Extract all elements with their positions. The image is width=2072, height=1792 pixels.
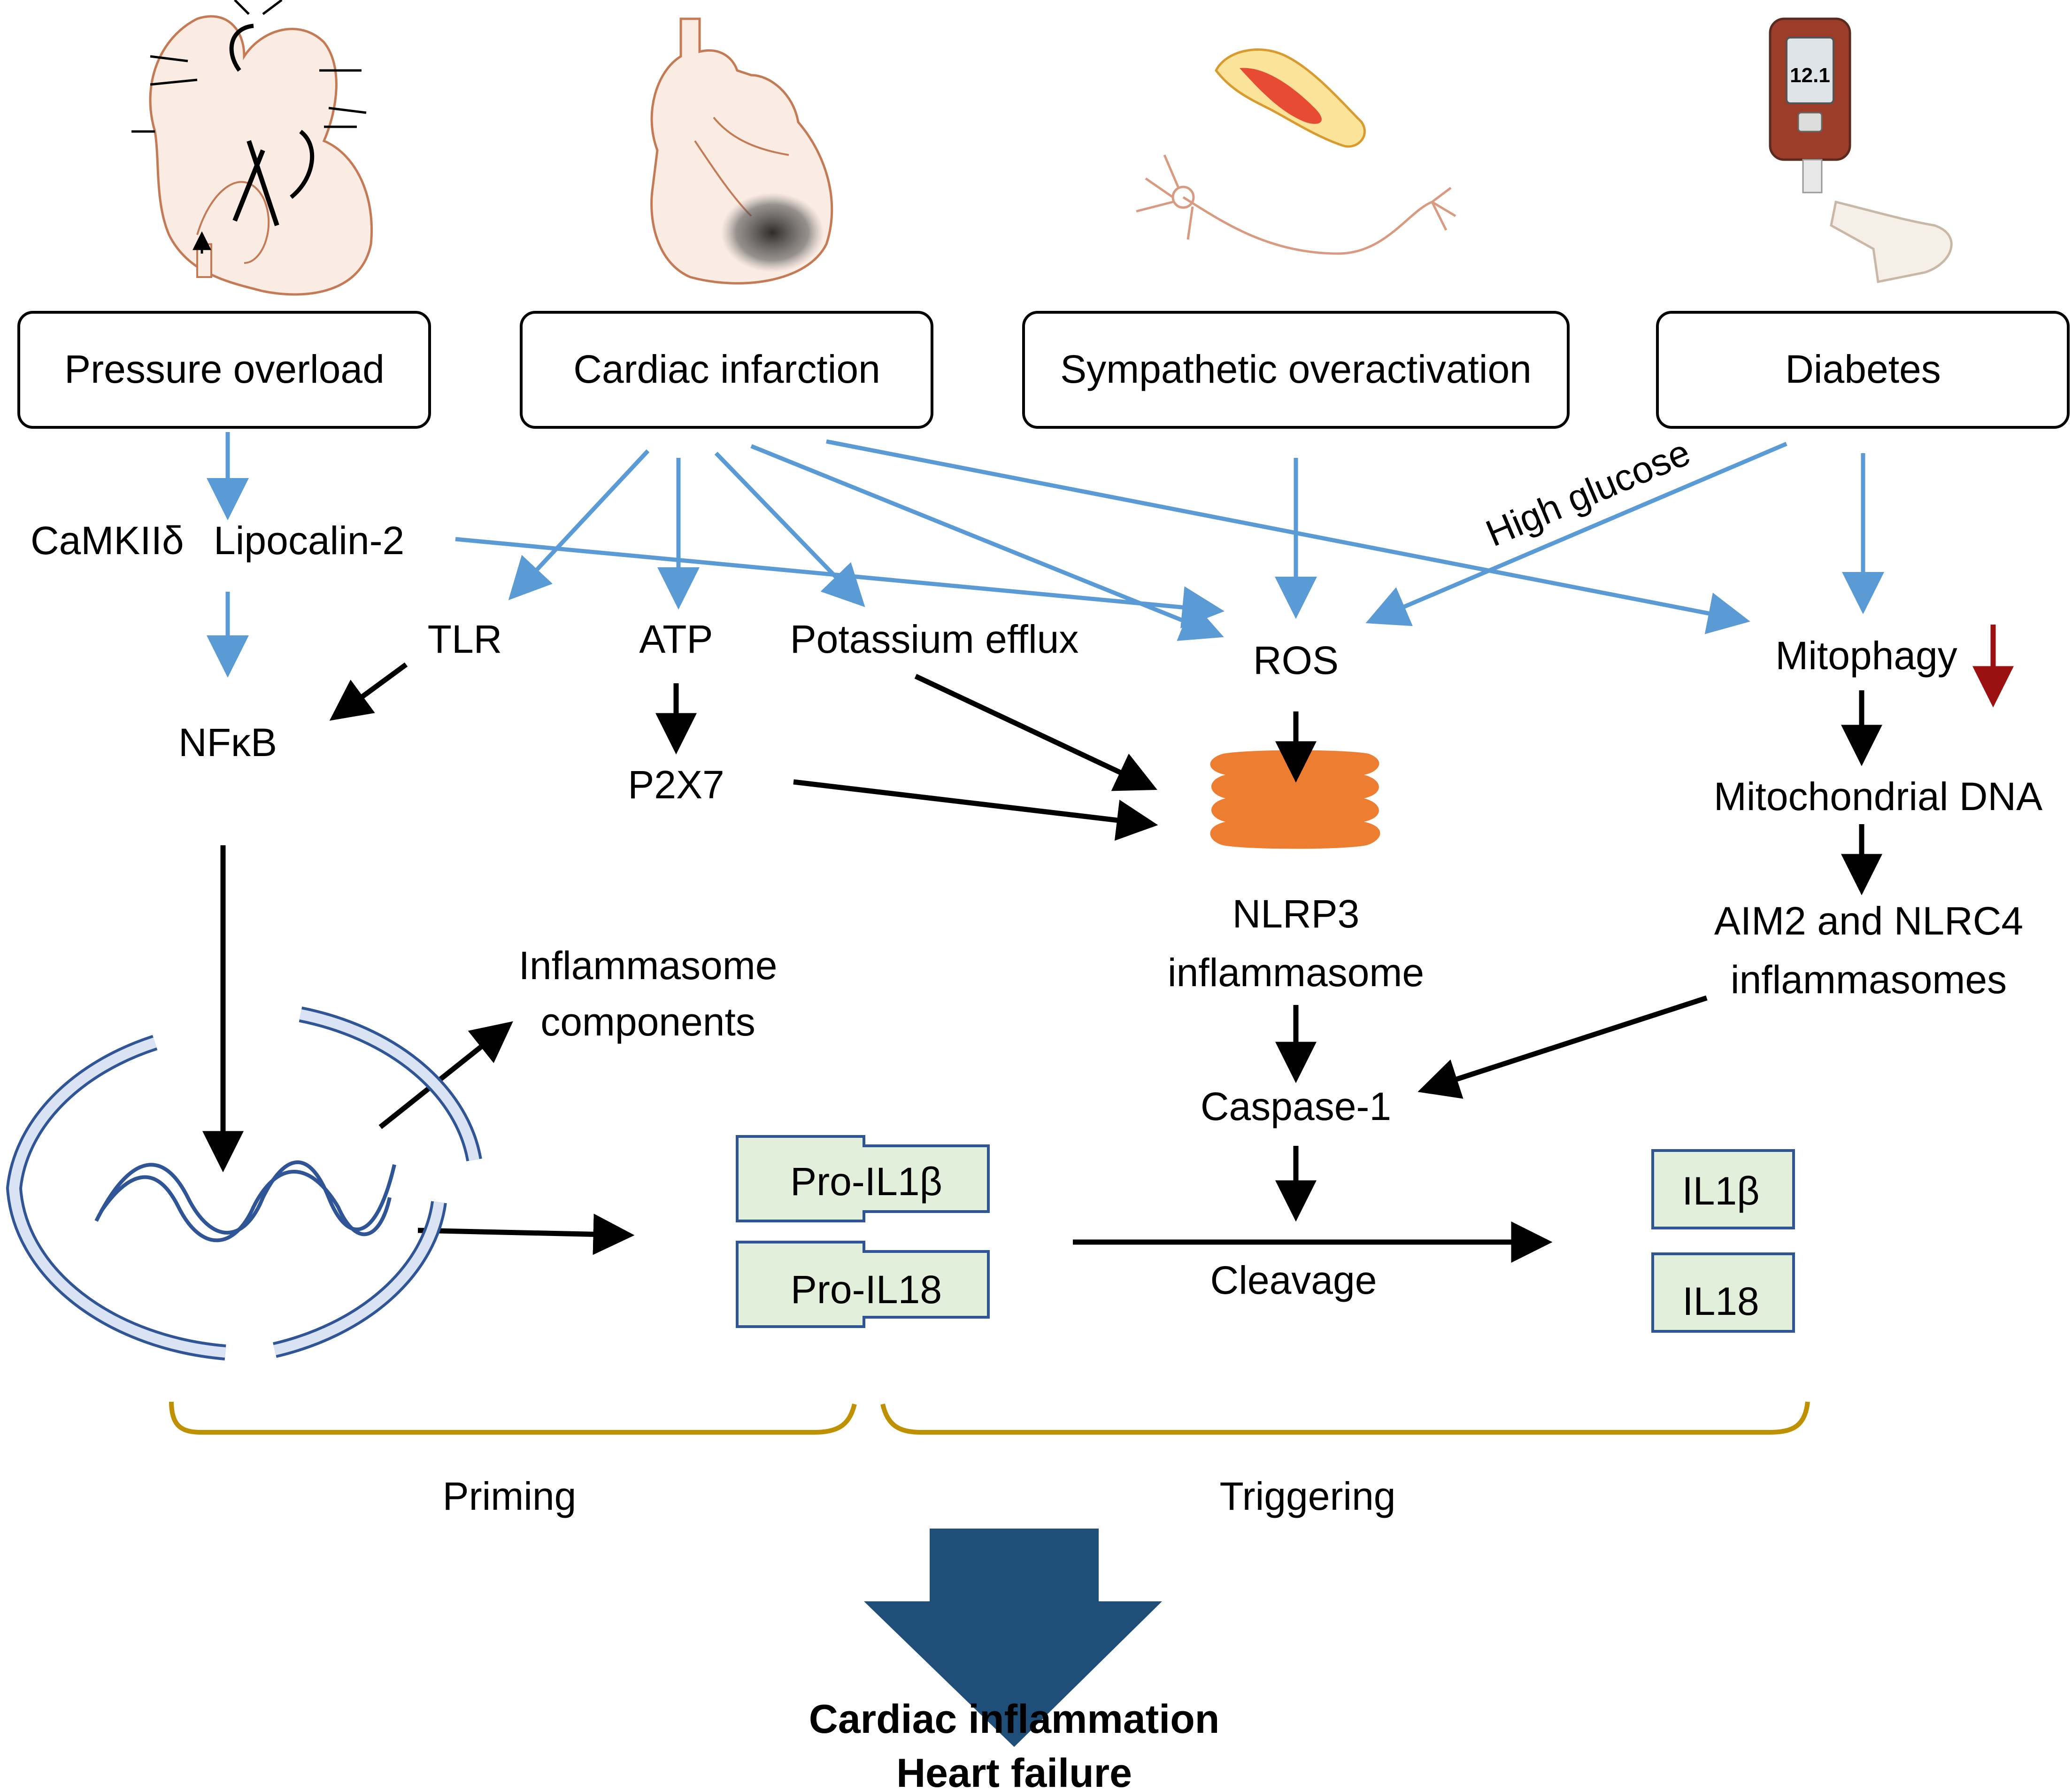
pressure-overload-label: Pressure overload: [64, 347, 385, 391]
triggering-label: Triggering: [1219, 1474, 1395, 1518]
cardiac-inflammation-label: Cardiac inflammation: [809, 1697, 1220, 1742]
tlr-label: TLR: [428, 617, 502, 661]
inflammasome-components-line2: components: [540, 1000, 755, 1044]
aim2-label-line1: AIM2 and NLRC4: [1714, 899, 2023, 943]
caspase-1-label: Caspase-1: [1201, 1084, 1391, 1128]
pro-il18-label: Pro-IL18: [791, 1267, 942, 1312]
aim2-label-line2: inflammasomes: [1731, 958, 2007, 1002]
cardiac-infarction-label: Cardiac infarction: [573, 347, 880, 391]
arrow-infarction-to-tlr: [508, 449, 650, 601]
cause-box-pressure-overload: Pressure overload: [17, 311, 431, 429]
outcome-arrow: [864, 1529, 1162, 1747]
arrow-infarction-to-mitophagy: [826, 439, 1750, 634]
potassium-efflux-label: Potassium efflux: [790, 617, 1079, 661]
arrow-aim2-to-caspase: [1417, 995, 1708, 1099]
pressure-overload-heart-icon: [131, 0, 373, 296]
glucose-meter-icon: 12.1: [1769, 17, 1953, 283]
nfkb-label: NFκB: [178, 720, 277, 765]
priming-label: Priming: [443, 1474, 577, 1518]
inflammasome-components-line1: Inflammasome: [519, 943, 778, 988]
triggering-bracket: [880, 1401, 1810, 1435]
arrow-diabetes-to-ros: [1365, 441, 1787, 626]
blue-arrows: [207, 432, 1884, 678]
cause-box-cardiac-infarction: Cardiac infarction: [520, 311, 933, 429]
p2x7-label: P2X7: [628, 763, 724, 807]
arrow-infarction-to-potassium: [714, 451, 865, 607]
mitochondrial-dna-label: Mitochondrial DNA: [1714, 774, 2042, 819]
sympathetic-label: Sympathetic overactivation: [1060, 347, 1532, 391]
ros-label: ROS: [1253, 638, 1339, 682]
il18-label: IL18: [1682, 1279, 1759, 1323]
pro-il1b-box: Pro-IL1β: [736, 1135, 990, 1222]
nlrp3-label-line2: inflammasome: [1168, 950, 1424, 995]
arrow-potassium-to-nlrp3: [914, 674, 1157, 791]
arrow-tlr-to-nfkb: [329, 662, 408, 721]
nlrp3-inflammasome-icon: [1210, 750, 1380, 849]
arrow-p2x7-to-nlrp3: [793, 779, 1158, 841]
black-arrows: [202, 662, 1882, 1263]
il1b-label: IL1β: [1682, 1169, 1759, 1213]
lipocalin-label: Lipocalin-2: [214, 518, 404, 563]
arrow-infarction-to-ros: [750, 444, 1224, 641]
cause-box-sympathetic: Sympathetic overactivation: [1022, 311, 1570, 429]
svg-text:12.1: 12.1: [1790, 64, 1830, 87]
il18-box: IL18: [1651, 1252, 1795, 1333]
sympathetic-nerve-icon: [1136, 48, 1456, 255]
cardiac-infarction-heart-icon: [650, 17, 833, 285]
arrow-nucleus-to-pro-cytokines: [417, 1213, 635, 1255]
diabetes-label: Diabetes: [1785, 347, 1941, 391]
nlrp3-label-line1: NLRP3: [1232, 892, 1360, 936]
heart-failure-label: Heart failure: [896, 1751, 1132, 1792]
arrow-nucleus-to-components: [378, 1021, 513, 1129]
priming-bracket: [169, 1401, 857, 1435]
high-glucose-label: High glucose: [1480, 431, 1696, 555]
cause-box-diabetes: Diabetes: [1656, 311, 2070, 429]
il1b-box: IL1β: [1651, 1149, 1795, 1229]
atp-label: ATP: [639, 617, 713, 661]
pro-il1b-label: Pro-IL1β: [790, 1159, 942, 1204]
pro-il18-box: Pro-IL18: [736, 1241, 990, 1328]
nucleus: [6, 1006, 482, 1360]
cleavage-label: Cleavage: [1210, 1258, 1377, 1302]
mitophagy-label: Mitophagy: [1775, 633, 1957, 678]
camkii-label: CaMKIIδ: [31, 518, 184, 563]
